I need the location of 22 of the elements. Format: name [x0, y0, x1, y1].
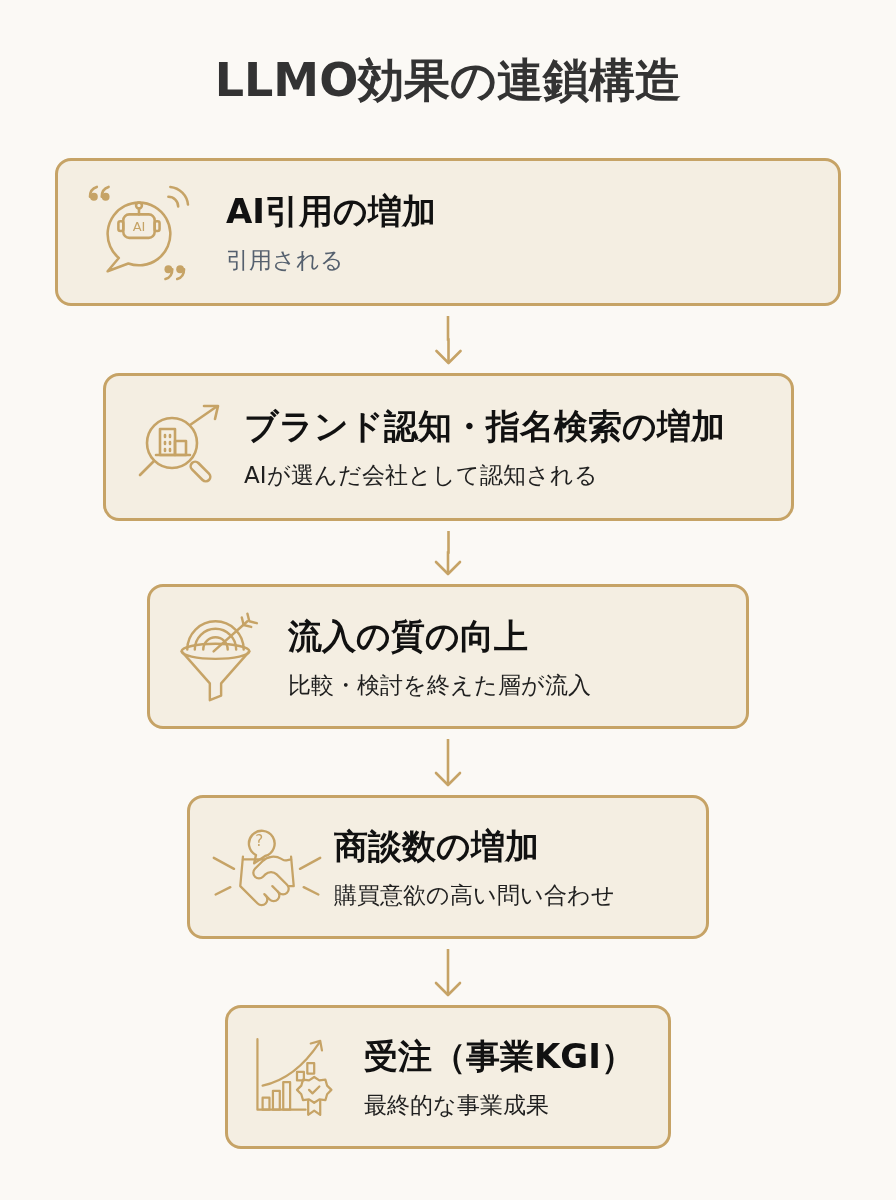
step-title: AI引用の増加: [226, 191, 436, 231]
step-title: 商談数の増加: [334, 826, 539, 866]
icon-text: AI: [132, 219, 146, 233]
step-description: 比較・検討を終えた層が流入: [288, 670, 591, 700]
step-box: [55, 158, 841, 306]
diagram-title: LLMO効果の連鎖構造: [214, 52, 682, 108]
step-title: 受注（事業KGI）: [364, 1036, 635, 1076]
step-box: [103, 373, 794, 521]
icon-text: ?: [255, 833, 264, 849]
step-box: [147, 584, 749, 729]
step-description: 引用される: [226, 246, 344, 275]
arrow: [435, 316, 462, 365]
step-title: ブランド認知・指名検索の増加: [244, 406, 725, 446]
step-description: 最終的な事業成果: [364, 1091, 549, 1120]
step-box: [187, 795, 709, 939]
step-description: AIが選んだ会社として認知される: [244, 461, 598, 490]
step-description: 購買意欲の高い問い合わせ: [334, 881, 615, 910]
step-box: [225, 1005, 671, 1149]
arrow: [434, 949, 462, 997]
step-title: 流入の質の向上: [288, 615, 528, 656]
arrow: [434, 739, 462, 787]
arrow: [434, 531, 462, 576]
